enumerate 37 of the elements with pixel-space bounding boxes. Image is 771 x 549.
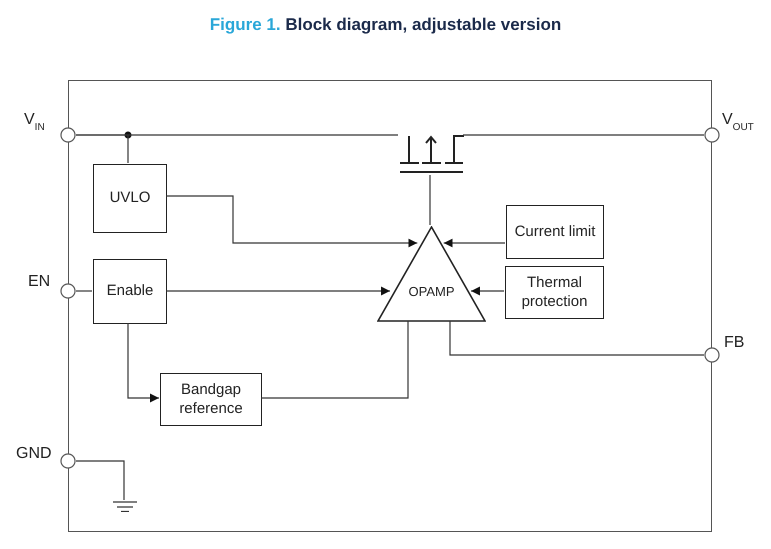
pin-label: FB (724, 334, 744, 351)
signal-arrow (166, 286, 390, 296)
connector-line (429, 175, 431, 225)
signal-arrow (166, 195, 418, 248)
connector-line (76, 290, 92, 292)
signal-arrow (127, 323, 159, 402)
pin-label: GND (16, 445, 52, 462)
figure-title: Figure 1. Block diagram, adjustable version (208, 14, 562, 36)
chip-outline (68, 80, 712, 532)
block-label: UVLO (108, 189, 152, 208)
function-block (93, 164, 167, 233)
connector-line (261, 321, 409, 399)
signal-arrow (444, 238, 505, 248)
pin-terminal (704, 347, 720, 363)
signal-arrow (470, 286, 504, 296)
block-label: Current limit (514, 222, 596, 242)
connector-line (76, 460, 125, 500)
pin-terminal (60, 453, 76, 469)
function-block (506, 205, 604, 259)
pin-label: EN (28, 273, 50, 290)
connector-line (449, 321, 704, 356)
function-block (160, 373, 262, 426)
block-label: Enable (106, 282, 154, 301)
pin-terminal (60, 283, 76, 299)
pin-terminal (704, 127, 720, 143)
pin-terminal (60, 127, 76, 143)
pin-label: V$_{OUT}$ (722, 111, 754, 128)
block-label: Bandgap reference (178, 380, 244, 418)
function-block (93, 259, 167, 324)
pin-label: V$_{IN}$ (24, 111, 45, 128)
connector-line (463, 134, 704, 136)
opamp-triangle (377, 226, 486, 322)
function-block (505, 266, 604, 319)
block-label: Thermal protection (520, 274, 588, 312)
ground-symbol (113, 501, 137, 512)
block-label: OPAMP (408, 284, 456, 300)
connector-line (76, 134, 129, 163)
